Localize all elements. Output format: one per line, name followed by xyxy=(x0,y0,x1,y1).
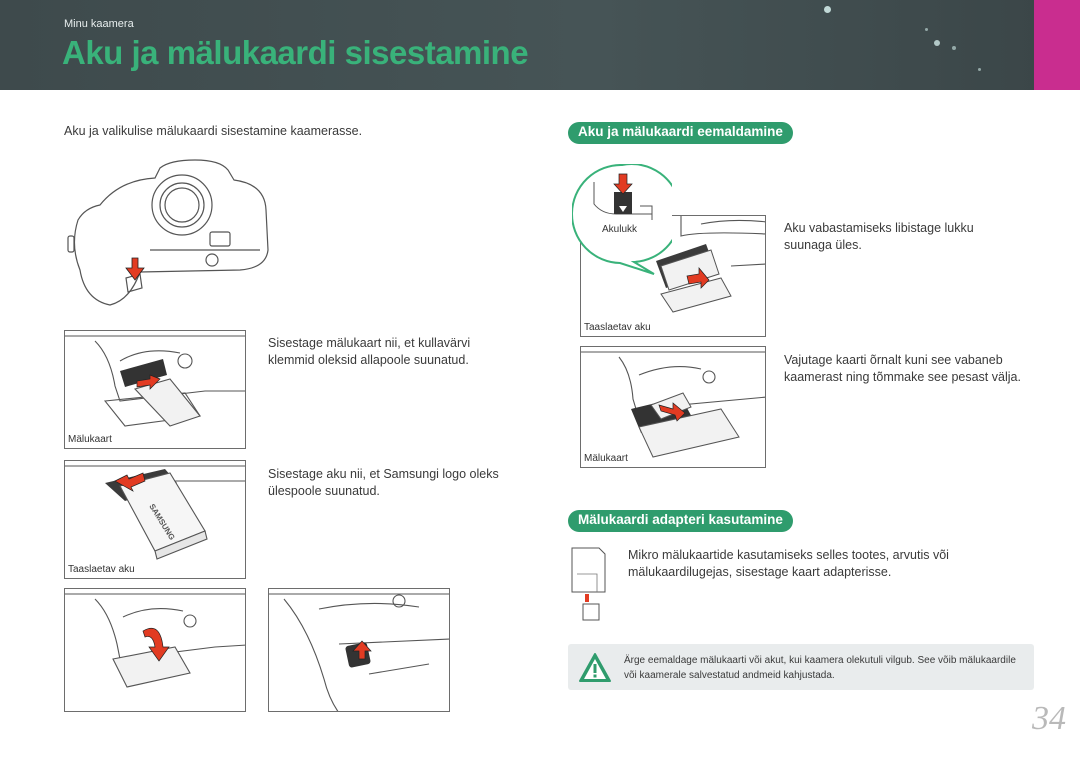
memory-card-insert-figure: Mälukaart xyxy=(64,330,246,449)
figure-caption: Mälukaart xyxy=(68,434,112,445)
figure-caption: Taaslaetav aku xyxy=(68,564,135,575)
removal-step2-text: Vajutage kaarti õrnalt kuni see vabaneb … xyxy=(784,353,1021,384)
battery-lock-zoom: Akulukk xyxy=(572,164,672,276)
intro-text: Aku ja valikulise mälukaardi sisestamine… xyxy=(64,124,363,138)
step-battery-text: Sisestage aku nii, et Samsungi logo olek… xyxy=(268,467,499,498)
removal-step1-text: Aku vabastamiseks libistage lukku suunag… xyxy=(784,221,974,252)
section-heading-adapter: Mälukaardi adapteri kasutamine xyxy=(568,510,793,532)
page-number: 34 xyxy=(1032,700,1066,737)
figure-caption: Mälukaart xyxy=(584,453,628,464)
breadcrumb: Minu kaamera xyxy=(64,18,134,30)
card-removal-figure: Mälukaart xyxy=(580,346,766,468)
battery-removal-figure: Taaslaetav aku xyxy=(580,215,766,337)
step-memory-card-text: Sisestage mälukaart nii, et kullavärvi k… xyxy=(268,336,471,367)
warning-box: Ärge eemaldage mälukaarti või akut, kui … xyxy=(568,644,1034,690)
warning-text: Ärge eemaldage mälukaarti või akut, kui … xyxy=(624,655,1016,681)
sd-adapter-icon xyxy=(569,544,613,624)
zoom-label: Akulukk xyxy=(602,224,638,235)
section-tab-marker xyxy=(1034,0,1080,90)
battery-insert-figure: SAMSUNG Taaslaetav aku xyxy=(64,460,246,579)
page-header: Minu kaamera Aku ja mälukaardi sisestami… xyxy=(0,0,1080,90)
section-heading-removal: Aku ja mälukaardi eemaldamine xyxy=(568,122,793,144)
figure-caption: Taaslaetav aku xyxy=(584,322,651,333)
adapter-text: Mikro mälukaartide kasutamiseks selles t… xyxy=(628,548,949,579)
page-title: Aku ja mälukaardi sisestamine xyxy=(62,34,529,71)
warning-icon xyxy=(578,652,612,684)
closed-cover-figure xyxy=(268,588,450,712)
camera-body-illustration xyxy=(60,150,275,315)
close-cover-figure xyxy=(64,588,246,712)
